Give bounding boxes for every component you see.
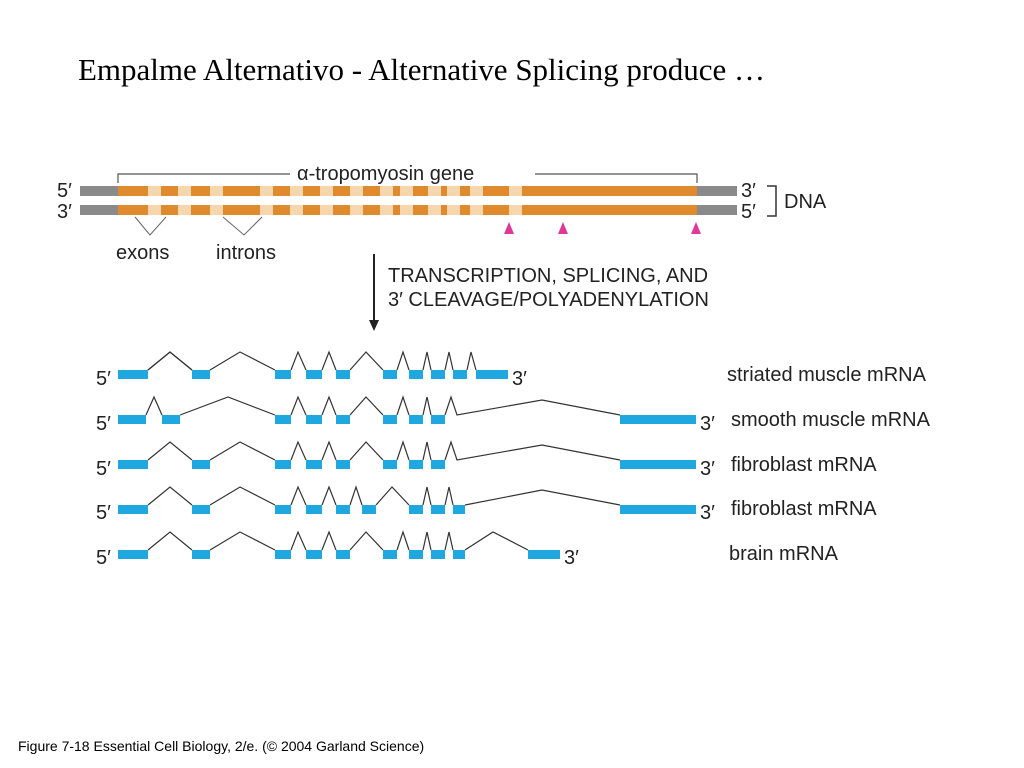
- exons-label: exons: [116, 242, 169, 264]
- dna-3prime-left: 3′: [57, 201, 72, 223]
- process-label-line2: 3′ CLEAVAGE/POLYADENYLATION: [388, 289, 709, 311]
- figure-caption: Figure 7-18 Essential Cell Biology, 2/e.…: [18, 738, 425, 754]
- mrna-exons: [118, 370, 508, 379]
- mrna-label: brain mRNA: [729, 543, 839, 565]
- dna-bracket: [767, 185, 777, 217]
- mrna-3prime: 3′: [512, 368, 527, 390]
- polyA-site-marker: [691, 222, 701, 234]
- dna-flank-right-top: [697, 186, 737, 196]
- mrna-label: smooth muscle mRNA: [731, 409, 931, 431]
- mrna-row-striated: 5′ 3′ striated muscle mRNA: [96, 350, 927, 390]
- mrna-splice-lines: [145, 395, 621, 416]
- exons-pointer: [134, 216, 167, 236]
- mrna-3prime: 3′: [564, 547, 579, 569]
- mrna-5prime: 5′: [96, 502, 111, 524]
- gene-label: α-tropomyosin gene: [297, 163, 474, 185]
- mrna-row-fibroblast-1: 5′ 3′ fibroblast mRNA: [96, 440, 877, 480]
- mrna-splice-lines: [147, 440, 621, 461]
- mrna-label: striated muscle mRNA: [727, 364, 927, 386]
- dna-flank-left-bottom: [80, 205, 118, 215]
- mrna-row-fibroblast-2: 5′ 3′ fibroblast mRNA: [96, 485, 877, 524]
- process-arrow: TRANSCRIPTION, SPLICING, AND 3′ CLEAVAGE…: [369, 254, 709, 331]
- mrna-label: fibroblast mRNA: [731, 454, 877, 476]
- polyA-site-marker: [504, 222, 514, 234]
- mrna-splice-lines: [147, 485, 621, 506]
- dna-5prime-right: 5′: [741, 201, 756, 223]
- mrna-3prime: 3′: [700, 458, 715, 480]
- mrna-exons: [118, 415, 696, 424]
- introns-label: introns: [216, 242, 276, 264]
- mrna-3prime: 3′: [700, 413, 715, 435]
- introns-pointer: [222, 216, 263, 236]
- mrna-splice-lines: [147, 530, 529, 551]
- slide-title: Empalme Alternativo - Alternative Splici…: [78, 52, 765, 87]
- mrna-5prime: 5′: [96, 413, 111, 435]
- mrna-row-smooth: 5′ 3′ smooth muscle mRNA: [96, 395, 931, 435]
- mrna-5prime: 5′: [96, 458, 111, 480]
- dna-gene: α-tropomyosin gene 5′ 3′ 3′ 5: [57, 162, 827, 264]
- mrna-label: fibroblast mRNA: [731, 498, 877, 520]
- dna-flank-right-bottom: [697, 205, 737, 215]
- intron-stripes: [148, 186, 522, 215]
- dna-3prime-right: 3′: [741, 180, 756, 202]
- mrna-exons: [118, 460, 696, 469]
- mrna-3prime: 3′: [700, 502, 715, 524]
- polyA-markers: [504, 222, 701, 234]
- process-label-line1: TRANSCRIPTION, SPLICING, AND: [388, 265, 708, 287]
- mrna-splice-lines: [147, 351, 193, 371]
- dna-label: DNA: [784, 191, 827, 213]
- mrna-splice-lines: [147, 350, 477, 371]
- polyA-site-marker: [558, 222, 568, 234]
- dna-flank-left-top: [80, 186, 118, 196]
- mrna-5prime: 5′: [96, 368, 111, 390]
- mrna-exons: [118, 550, 560, 559]
- mrna-exons: [118, 505, 696, 514]
- mrna-5prime: 5′: [96, 547, 111, 569]
- mrna-row-brain: 5′ 3′ brain mRNA: [96, 530, 839, 569]
- dna-5prime-left: 5′: [57, 180, 72, 202]
